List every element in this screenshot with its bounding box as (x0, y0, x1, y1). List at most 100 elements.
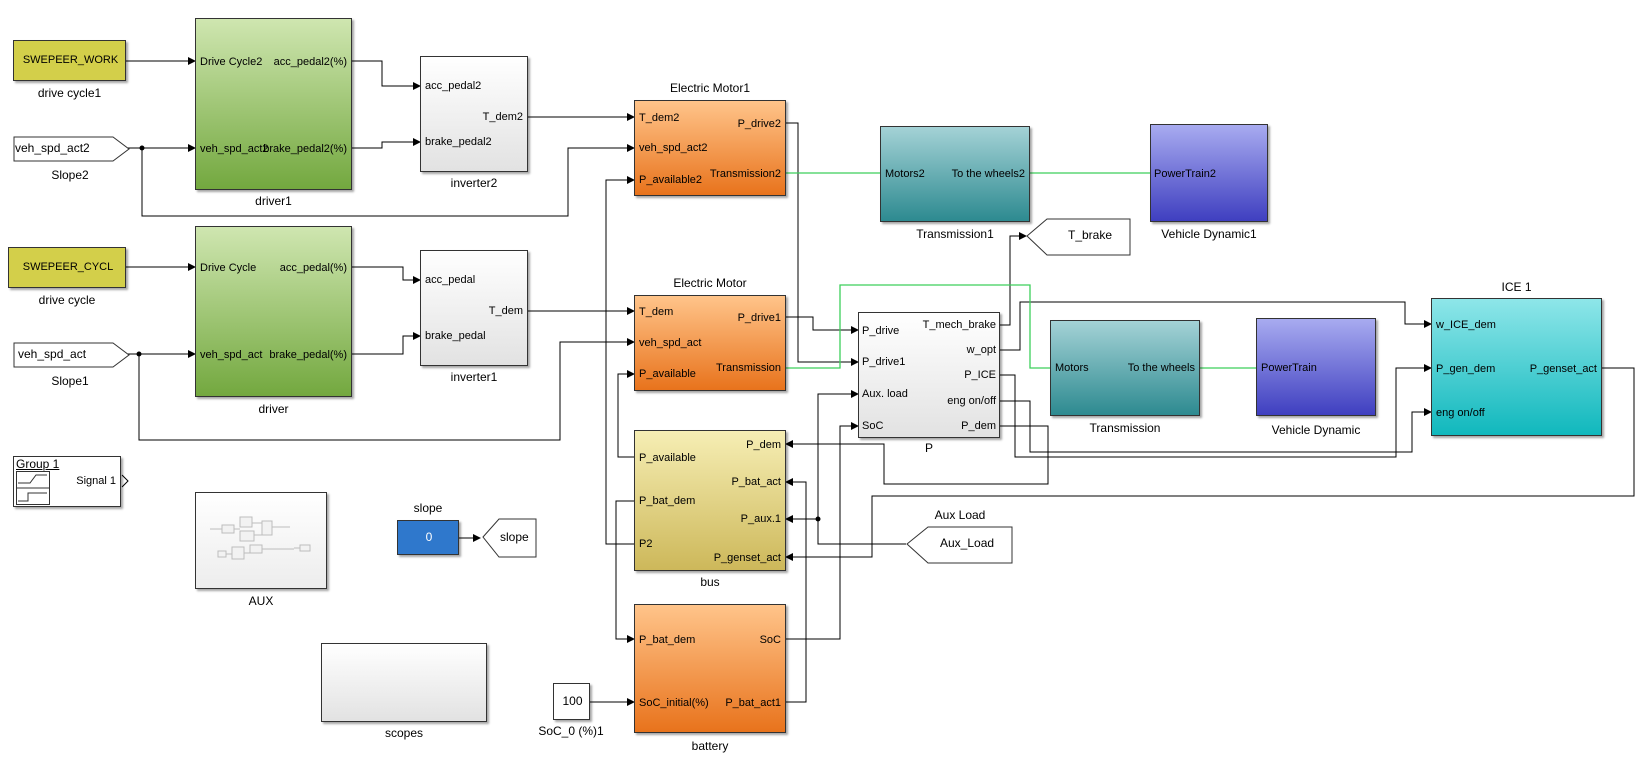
inverter2-caption: inverter2 (450, 176, 498, 190)
motor1-in-veh-spd: veh_spd_act2 (639, 142, 708, 154)
bus-out-p-genset-act: P_genset_act (713, 552, 781, 564)
t-brake-goto-tag[interactable] (1026, 218, 1132, 256)
inverter1-in-brake: brake_pedal (425, 330, 486, 342)
scopes-caption: scopes (384, 726, 424, 740)
driver-out-brake: brake_pedal(%) (269, 349, 347, 361)
aux-load-text: Aux_Load (940, 536, 995, 550)
battery-out-p-bat-act1: P_bat_act1 (725, 697, 781, 709)
bus-caption: bus (700, 575, 720, 589)
battery-in-soc-initial: SoC_initial(%) (639, 697, 709, 709)
motor-in-veh-spd: veh_spd_act (639, 337, 702, 349)
ice1-in-eng-onoff: eng on/off (1436, 407, 1485, 419)
slope1-caption: Slope1 (51, 374, 89, 388)
slope-constant-block[interactable]: 0 (397, 520, 459, 555)
battery-out-soc: SoC (759, 634, 781, 646)
slope2-text: veh_spd_act2 (15, 141, 90, 155)
p-in-aux-load: Aux. load (862, 388, 908, 400)
transmission-out-wheels: To the wheels (1127, 362, 1195, 374)
motor1-title: Electric Motor1 (669, 81, 751, 95)
p-block[interactable]: P_drive P_drive1 Aux. load SoC T_mech_br… (858, 312, 1000, 438)
transmission1-out-wheels2: To the wheels2 (951, 168, 1025, 180)
slope2-from-tag[interactable] (13, 136, 131, 162)
group1-title: Group 1 (16, 457, 60, 471)
bus-in-p2: P2 (639, 538, 653, 550)
driver1-in-veh-spd: veh_spd_act2 (200, 143, 269, 155)
vehicle-dynamic-block[interactable]: PowerTrain (1256, 318, 1376, 416)
p-out-eng-onoff: eng on/off (947, 395, 996, 407)
motor-title: Electric Motor (673, 276, 747, 290)
inverter2-in-brake: brake_pedal2 (425, 136, 492, 148)
bus-block[interactable]: P_available P_bat_dem P2 P_dem P_bat_act… (634, 430, 786, 571)
p-out-p-ice: P_ICE (964, 369, 996, 381)
transmission1-caption: Transmission1 (916, 227, 994, 241)
driver1-in-drive-cycle2: Drive Cycle2 (200, 56, 263, 68)
inverter2-in-acc: acc_pedal2 (425, 80, 482, 92)
vehicle-dynamic1-block[interactable]: PowerTrain2 (1150, 124, 1268, 222)
p-out-t-mech-brake: T_mech_brake (922, 319, 996, 331)
ice1-block[interactable]: w_ICE_dem P_gen_dem eng on/off P_genset_… (1431, 298, 1602, 436)
p-in-p-drive1: P_drive1 (862, 356, 906, 368)
motor1-in-p-available2: P_available2 (639, 174, 702, 186)
driver-in-drive-cycle: Drive Cycle (200, 262, 257, 274)
bus-out-p-aux1: P_aux.1 (740, 513, 781, 525)
soc0-value: 100 (562, 694, 583, 708)
slope-const-title: slope (413, 501, 443, 515)
group1-out-signal1: Signal 1 (76, 475, 116, 487)
driver-caption: driver (258, 402, 289, 416)
electric-motor-block[interactable]: T_dem veh_spd_act P_available P_drive1 T… (634, 295, 786, 391)
motor-in-tdem: T_dem (639, 306, 674, 318)
battery-block[interactable]: P_bat_dem SoC_initial(%) SoC P_bat_act1 (634, 604, 786, 733)
group1-signal-builder[interactable]: Group 1 Signal 1 (13, 456, 121, 507)
p-caption: P (924, 441, 933, 455)
p-in-soc: SoC (862, 420, 884, 432)
scopes-block[interactable] (321, 643, 487, 722)
motor1-out-transmission2: Transmission2 (709, 168, 781, 180)
transmission1-block[interactable]: Motors2 To the wheels2 (880, 126, 1030, 222)
driver1-out-acc: acc_pedal2(%) (273, 56, 347, 68)
vehicle-dynamic-caption: Vehicle Dynamic (1271, 423, 1361, 437)
transmission-block[interactable]: Motors To the wheels (1050, 320, 1200, 416)
driver-block[interactable]: Drive Cycle veh_spd_act acc_pedal(%) bra… (195, 226, 352, 397)
inverter2-block[interactable]: acc_pedal2 brake_pedal2 T_dem2 (420, 56, 528, 172)
slope-goto-tag[interactable] (482, 518, 538, 558)
drive-cycle1-text: SWEPEER_WORK (22, 54, 119, 66)
driver1-caption: driver1 (255, 194, 292, 208)
transmission-caption: Transmission (1089, 421, 1161, 435)
drive-cycle1-caption: drive cycle1 (37, 86, 102, 100)
motor-out-transmission: Transmission (716, 362, 781, 374)
driver1-block[interactable]: Drive Cycle2 veh_spd_act2 acc_pedal2(%) … (195, 18, 352, 190)
inverter2-out-tdem: T_dem2 (482, 111, 523, 123)
soc0-caption: SoC_0 (%)1 (538, 724, 604, 738)
slope-tag-text: slope (500, 530, 529, 544)
transmission1-in-motors2: Motors2 (885, 168, 925, 180)
inverter1-out-tdem: T_dem (488, 305, 523, 317)
motor1-out-p-drive2: P_drive2 (737, 118, 781, 130)
aux-load-title: Aux Load (934, 508, 986, 522)
transmission-in-motors: Motors (1055, 362, 1089, 374)
inverter1-in-acc: acc_pedal (425, 274, 476, 286)
drive-cycle1-block[interactable]: SWEPEER_WORK (13, 40, 126, 81)
driver-out-acc: acc_pedal(%) (279, 262, 347, 274)
inverter1-caption: inverter1 (450, 370, 498, 384)
p-out-w-opt: w_opt (966, 344, 996, 356)
aux-block[interactable] (195, 492, 327, 589)
electric-motor1-block[interactable]: T_dem2 veh_spd_act2 P_available2 P_drive… (634, 100, 786, 196)
drive-cycle-block[interactable]: SWEPEER_CYCL (8, 247, 126, 288)
t-brake-text: T_brake (1068, 228, 1113, 242)
drive-cycle-text: SWEPEER_CYCL (22, 261, 114, 273)
vehicle-dynamic1-in-powertrain2: PowerTrain2 (1154, 168, 1216, 180)
slope1-from-tag[interactable] (13, 342, 131, 368)
aux-subsystem-preview-icon (210, 516, 311, 560)
p-in-p-drive: P_drive (862, 325, 900, 337)
battery-caption: battery (691, 739, 729, 753)
slope-const-value: 0 (425, 530, 433, 544)
driver1-out-brake: brake_pedal2(%) (263, 143, 347, 155)
drive-cycle-caption: drive cycle (38, 293, 96, 307)
soc0-constant-block[interactable]: 100 (553, 683, 590, 720)
ice1-in-w-ice-dem: w_ICE_dem (1436, 319, 1496, 331)
aux-load-from-tag[interactable] (906, 526, 1014, 564)
inverter1-block[interactable]: acc_pedal brake_pedal T_dem (420, 250, 528, 366)
motor-out-p-drive1: P_drive1 (737, 312, 781, 324)
